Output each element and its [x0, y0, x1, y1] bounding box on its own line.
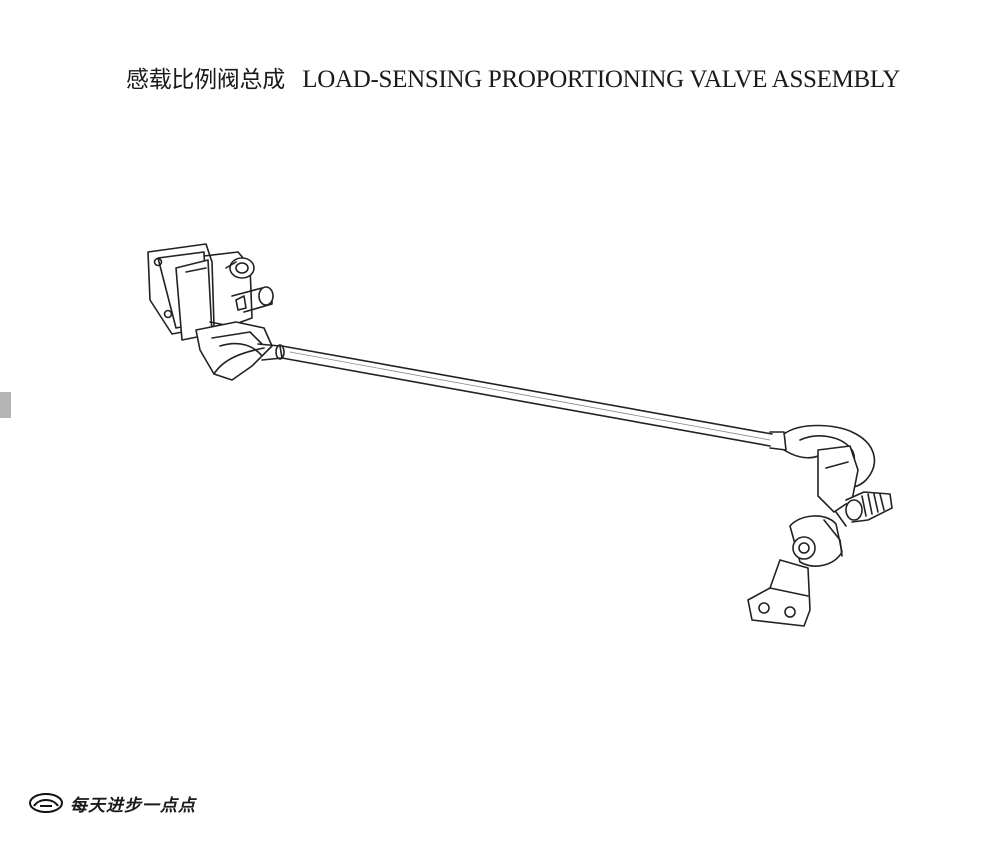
page-title: 感载比例阀总成 LOAD-SENSING PROPORTIONING VALVE…: [126, 62, 986, 97]
lever-clamp: [783, 424, 893, 527]
footer: 每天进步一点点: [28, 790, 196, 816]
page-title-english: LOAD-SENSING PROPORTIONING VALVE ASSEMBL…: [302, 66, 901, 93]
sensing-rod: [257, 343, 787, 451]
brand-emblem-icon: [29, 793, 63, 813]
footer-slogan: 每天进步一点点: [70, 795, 196, 816]
mounting-bracket: [747, 515, 843, 627]
page-title-chinese: 感载比例阀总成: [126, 67, 285, 93]
page-edge-marker: [0, 392, 11, 418]
valve-body: [147, 243, 274, 381]
